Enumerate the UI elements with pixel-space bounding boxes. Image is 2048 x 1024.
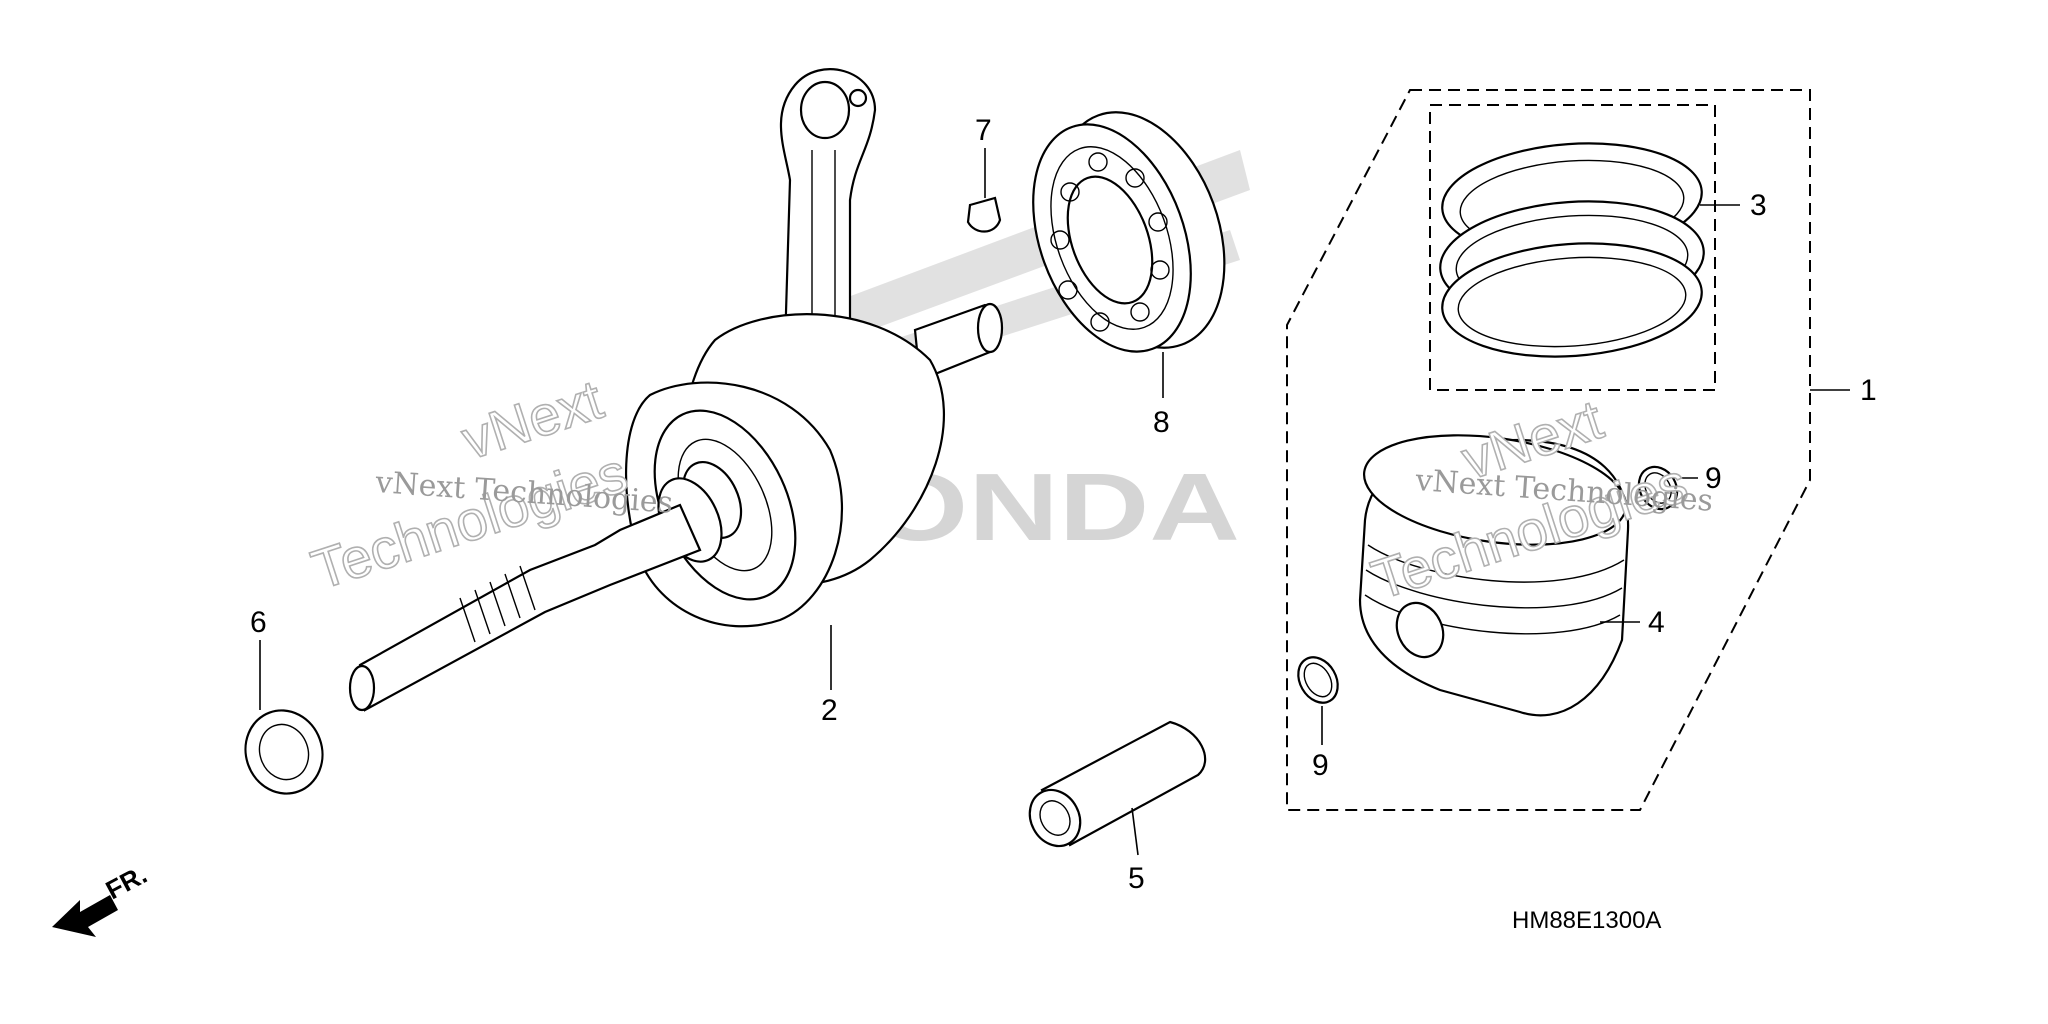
diagram-code: HM88E1300A — [1512, 907, 1661, 934]
front-direction-indicator: FR. — [52, 859, 152, 937]
leader-lines — [259, 148, 1850, 856]
callout-1: 1 — [1860, 374, 1877, 407]
oil-seal[interactable] — [234, 700, 334, 805]
piston-ring-set[interactable] — [1436, 135, 1707, 365]
piston-pin-clip-right[interactable] — [1631, 460, 1684, 516]
radial-ball-bearing[interactable] — [1004, 89, 1255, 374]
callout-3: 3 — [1750, 189, 1767, 222]
callout-2: 2 — [821, 694, 838, 727]
crankshaft-assembly[interactable] — [348, 68, 1004, 712]
front-arrow-icon — [52, 895, 118, 937]
callout-7: 7 — [975, 114, 992, 147]
callout-8: 8 — [1153, 406, 1170, 439]
callout-9-right: 9 — [1705, 462, 1722, 495]
callout-6: 6 — [250, 606, 267, 639]
piston[interactable] — [1357, 420, 1633, 717]
callout-9-left: 9 — [1312, 749, 1329, 782]
piston-assembly-boundary — [1286, 89, 1811, 811]
callout-4: 4 — [1648, 606, 1665, 639]
piston-pin[interactable] — [1020, 720, 1207, 855]
woodruff-key[interactable] — [966, 196, 1002, 233]
piston-pin-clip-left[interactable] — [1290, 650, 1345, 710]
callout-5: 5 — [1128, 862, 1145, 895]
